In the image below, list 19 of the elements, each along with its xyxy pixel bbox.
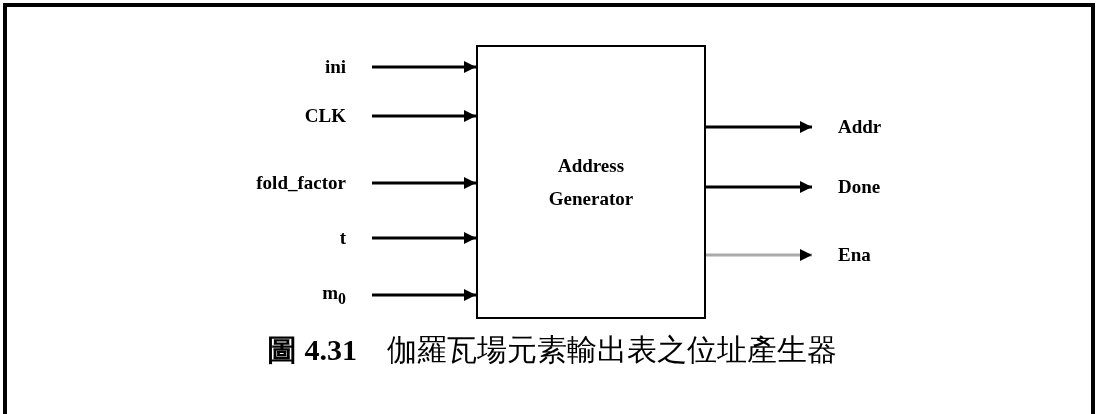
- figure-caption: 圖 4.31 伽羅瓦場元素輸出表之位址產生器: [266, 332, 838, 368]
- signal-label: Ena: [838, 244, 871, 266]
- signal-label: CLK: [304, 105, 346, 127]
- signal-label: fold_factor: [256, 172, 346, 194]
- arrow: [372, 177, 476, 189]
- block-box: [476, 45, 706, 319]
- signal-label: ini: [324, 56, 346, 78]
- signal-label: Done: [838, 176, 881, 198]
- arrow: [372, 232, 476, 244]
- signal-label: m$_{0}$: [322, 282, 346, 308]
- arrow: [706, 249, 812, 261]
- arrow: [706, 181, 812, 193]
- block-label: Address Generator: [547, 154, 635, 211]
- arrow: [706, 121, 812, 133]
- signal-label: t: [339, 227, 346, 249]
- arrow: [372, 110, 476, 122]
- arrow: [372, 61, 476, 73]
- signal-label: Addr: [838, 116, 882, 138]
- arrow: [372, 289, 476, 301]
